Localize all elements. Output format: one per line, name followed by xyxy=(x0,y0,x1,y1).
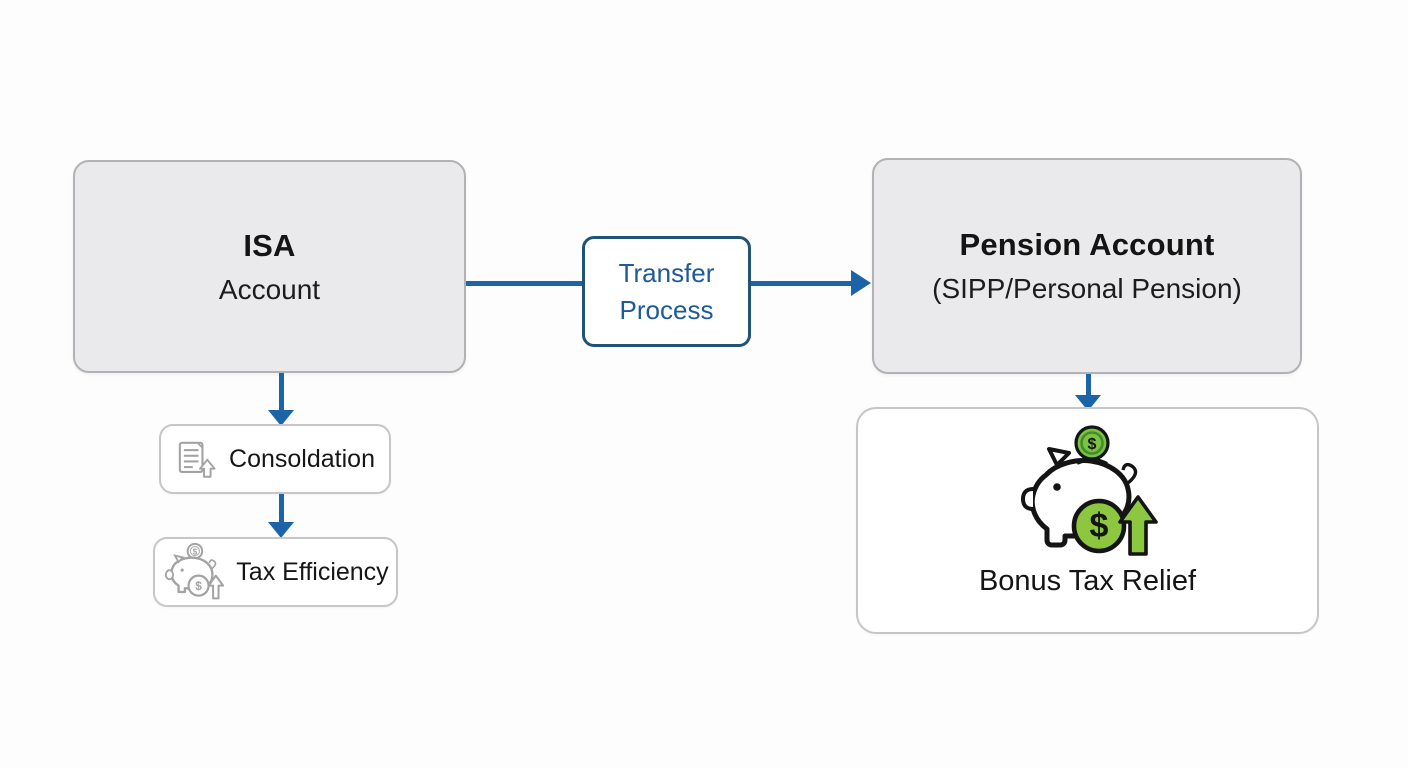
pension-account-node: Pension Account (SIPP/Personal Pension) xyxy=(872,158,1302,374)
svg-text:$: $ xyxy=(196,579,203,593)
isa-account-subtitle: Account xyxy=(218,273,321,305)
consolidation-node: Consoldation xyxy=(159,424,391,494)
transfer-process-line2: Process xyxy=(619,294,714,325)
svg-text:$: $ xyxy=(193,547,198,556)
pension-account-title: Pension Account xyxy=(959,227,1215,263)
bonus-tax-relief-node: $ $ Bonus Tax Relief xyxy=(856,407,1319,634)
consolidation-label: Consoldation xyxy=(229,444,375,473)
isa-to-consolidation-connector-line xyxy=(279,373,284,411)
isa-to-transfer-connector-line xyxy=(466,281,582,286)
pension-to-bonus-connector-line xyxy=(1086,374,1091,396)
transfer-to-pension-arrowhead-icon xyxy=(851,270,871,296)
bonus-tax-relief-label: Bonus Tax Relief xyxy=(978,565,1197,597)
svg-text:$: $ xyxy=(1087,436,1096,453)
isa-account-node: ISA Account xyxy=(73,160,466,373)
transfer-to-pension-connector-line xyxy=(751,281,852,286)
piggy-bank-coin-arrow-gray-icon: $ $ xyxy=(165,542,225,600)
svg-text:$: $ xyxy=(1089,507,1108,545)
tax-efficiency-label: Tax Efficiency xyxy=(236,557,389,586)
pension-account-subtitle: (SIPP/Personal Pension) xyxy=(932,273,1242,305)
transfer-process-line1: Transfer xyxy=(618,258,715,289)
isa-to-consolidation-arrowhead-icon xyxy=(268,410,294,426)
isa-account-title: ISA xyxy=(243,227,296,263)
document-up-arrow-icon xyxy=(178,441,216,478)
piggy-bank-coins-up-arrow-icon: $ $ xyxy=(1020,425,1158,556)
transfer-process-node: Transfer Process xyxy=(582,236,751,347)
consolidation-to-tax-connector-line xyxy=(279,494,284,523)
tax-efficiency-node: $ $ Tax Efficiency xyxy=(153,537,398,607)
consolidation-to-tax-arrowhead-icon xyxy=(268,522,294,538)
